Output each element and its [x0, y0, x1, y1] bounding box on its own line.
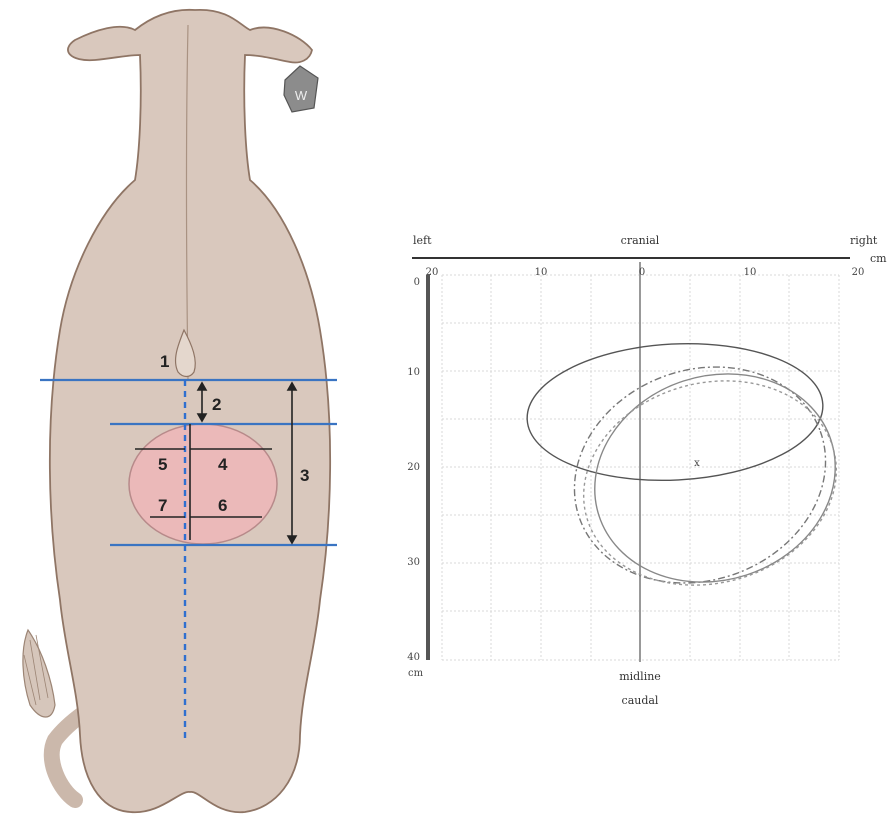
- landmark-label-3: 3: [300, 466, 309, 485]
- x-tick-3: 0: [639, 267, 645, 278]
- landmark-label-7: 7: [158, 496, 167, 515]
- y-axis-unit: cm: [408, 668, 424, 679]
- outline-curve-4: [560, 353, 859, 612]
- x-tick-2: 10: [535, 267, 548, 278]
- y-tick-5: 40: [407, 652, 420, 663]
- plot-label-left: left: [413, 234, 432, 247]
- outline-curve-1: [524, 336, 827, 487]
- landmark-label-4: 4: [218, 455, 228, 474]
- outline-curve-3: [567, 343, 862, 612]
- plot-label-midline: midline: [619, 670, 661, 683]
- measurement-region: [129, 424, 277, 544]
- landmark-label-5: 5: [158, 455, 167, 474]
- center-marker: x: [694, 458, 700, 469]
- cow-body: [50, 10, 330, 812]
- y-tick-1: 0: [414, 277, 420, 288]
- y-tick-2: 10: [407, 367, 420, 378]
- x-tick-1: 20: [426, 267, 439, 278]
- x-tick-5: 20: [852, 267, 865, 278]
- plot-unit-top-right: cm: [870, 252, 887, 265]
- landmark-label-2: 2: [212, 395, 221, 414]
- plot-label-cranial: cranial: [621, 234, 660, 247]
- landmark-label-6: 6: [218, 496, 227, 515]
- y-tick-4: 30: [407, 557, 420, 568]
- tail-switch: [23, 630, 55, 717]
- landmark-label-1: 1: [160, 352, 169, 371]
- plot-label-caudal: caudal: [622, 694, 659, 707]
- ear-tag-text: W: [295, 88, 308, 103]
- plot-label-right: right: [850, 234, 878, 247]
- cow-diagram: W 1 2 3 4 5 6 7: [23, 10, 337, 812]
- x-tick-4: 10: [744, 267, 757, 278]
- y-tick-3: 20: [407, 462, 420, 473]
- position-plot: left cranial right cm: [407, 234, 887, 707]
